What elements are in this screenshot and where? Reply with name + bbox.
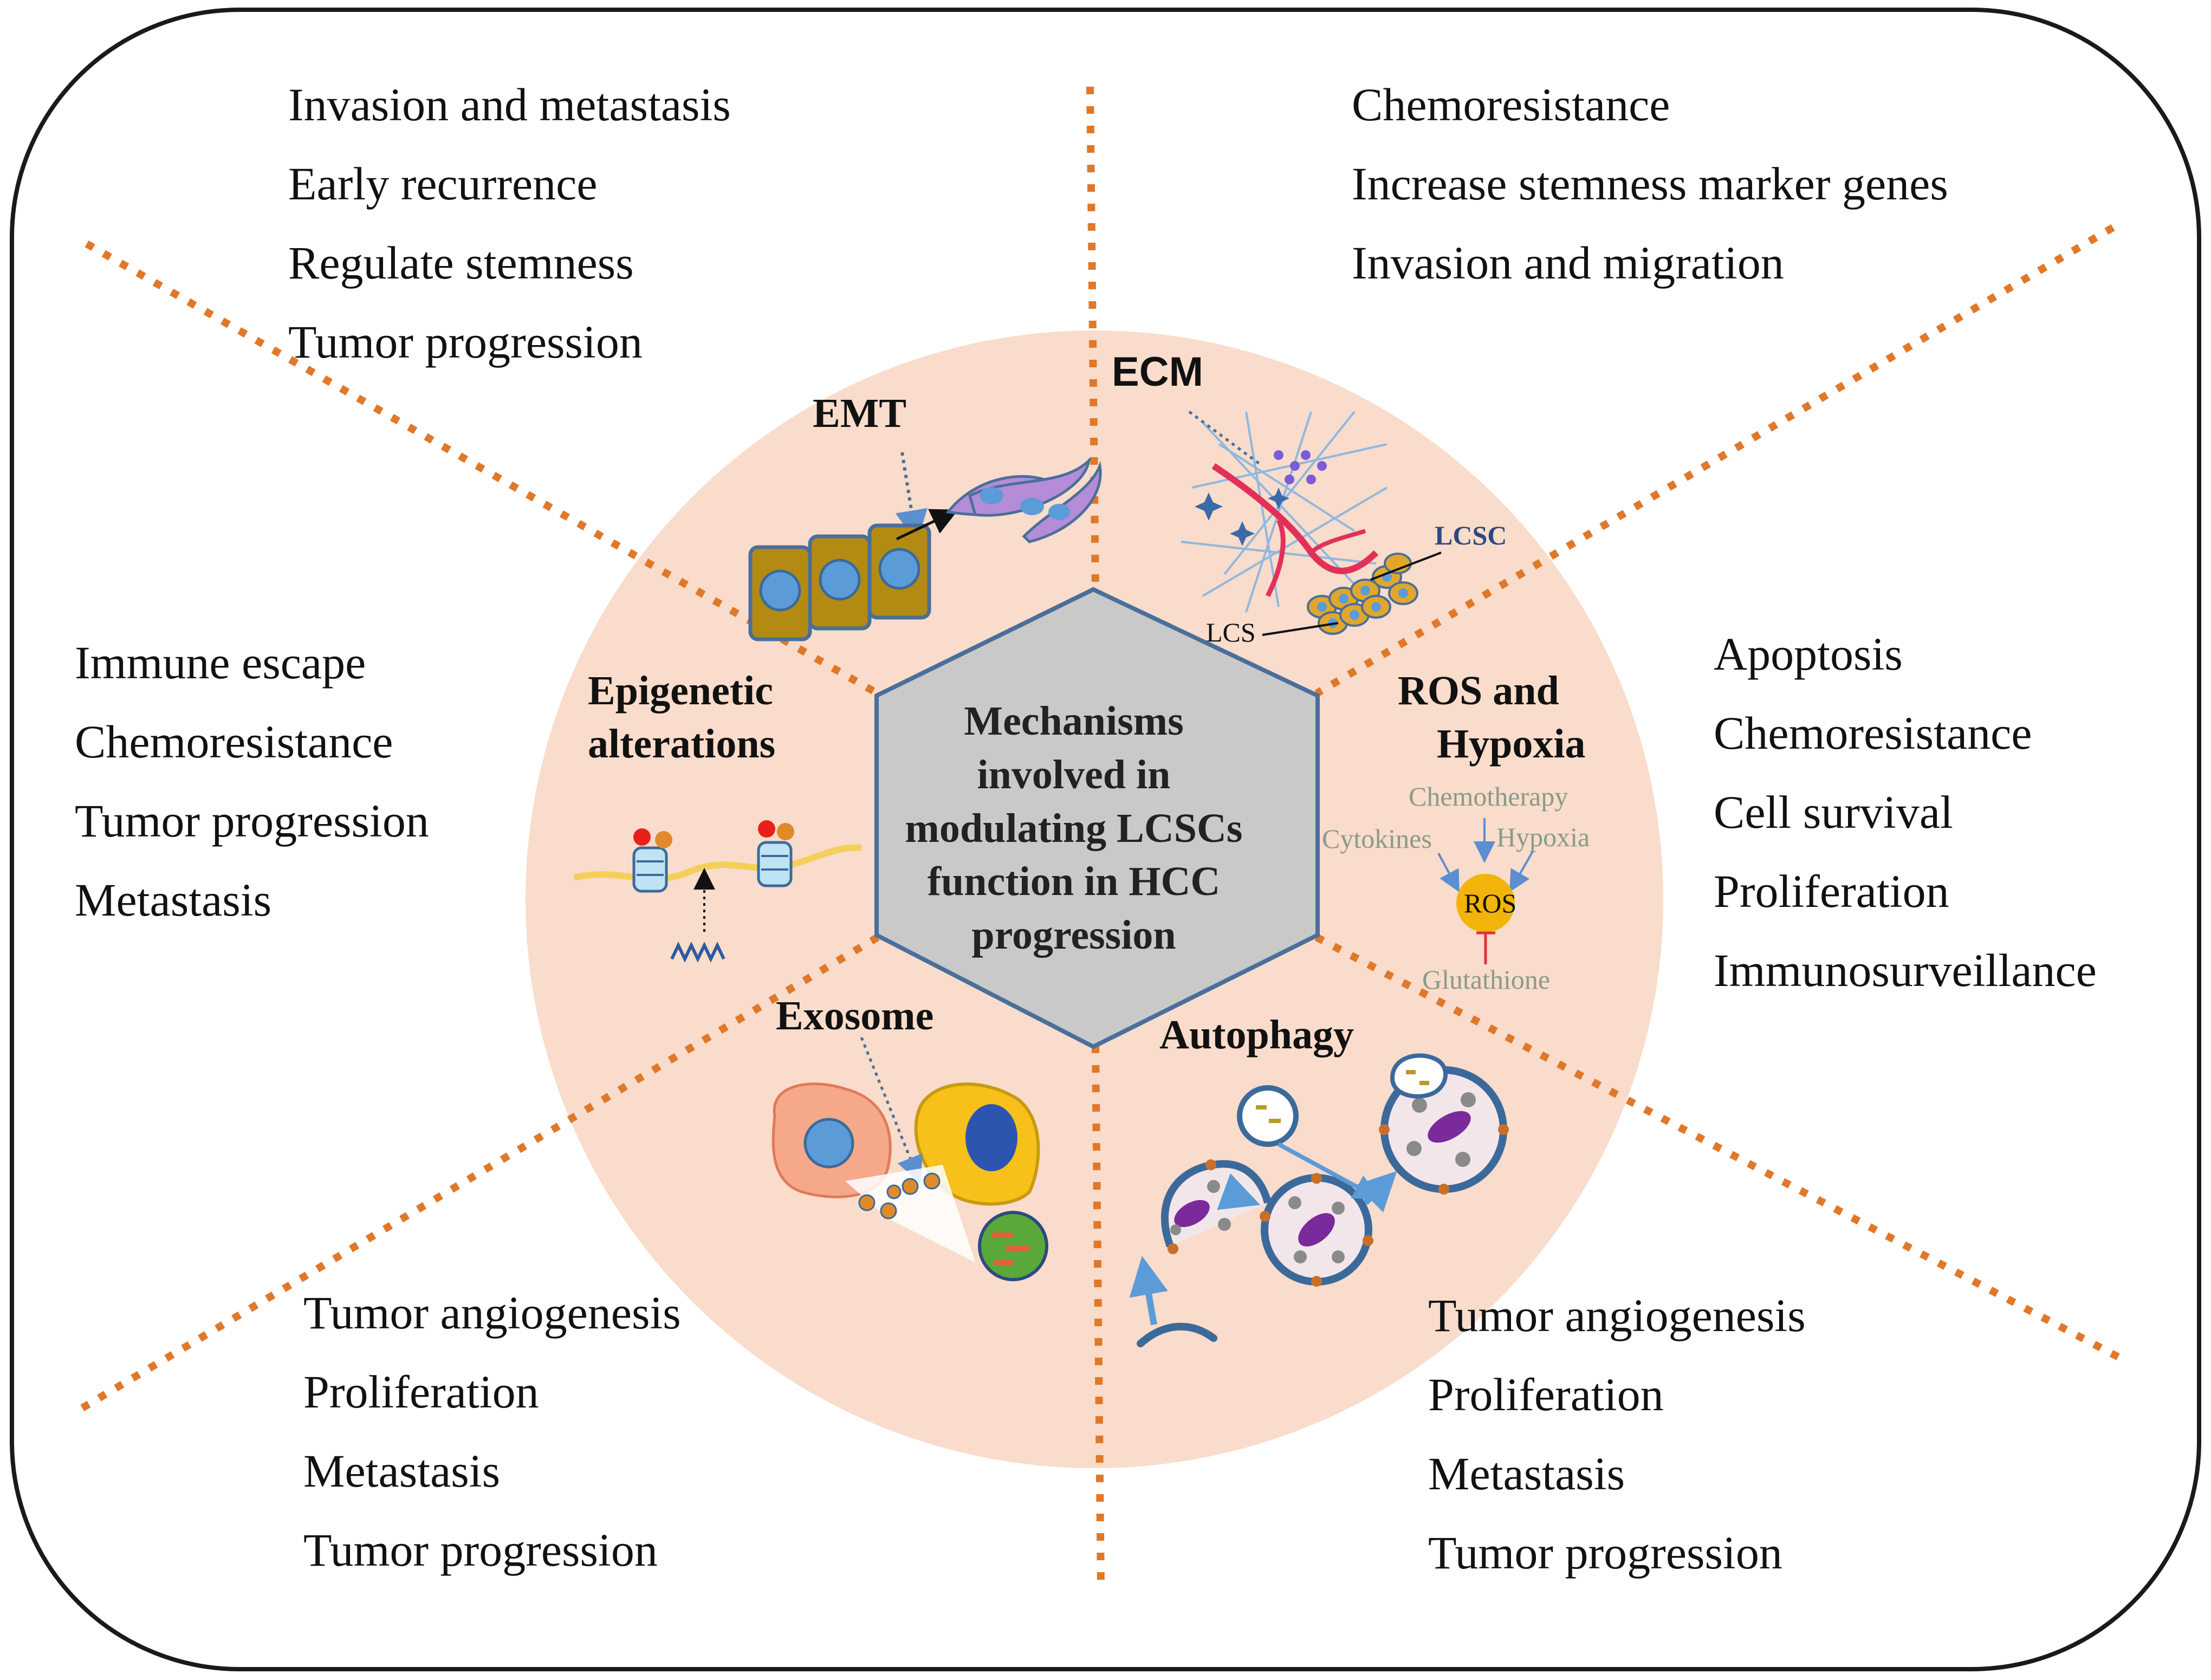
outcomes-top-left: Invasion and metastasis Early recurrence… xyxy=(288,79,731,368)
outcome-item: Proliferation xyxy=(1428,1368,1664,1420)
outcome-item: Apoptosis xyxy=(1714,628,1903,680)
center-title: Mechanisms involved in modulating LCSCs … xyxy=(905,698,1243,958)
emt-cells-icon xyxy=(748,452,1102,641)
ros-node-icon xyxy=(1437,818,1534,964)
autophagy-label: Autophagy xyxy=(1159,1012,1354,1058)
ros-node-label: ROS xyxy=(1464,888,1516,918)
ros-glutathione-label: Glutathione xyxy=(1422,964,1550,995)
histone-dna-icon xyxy=(573,820,862,963)
ros-cytokines-label: Cytokines xyxy=(1322,823,1432,854)
outcome-item: Tumor angiogenesis xyxy=(1428,1289,1806,1341)
outcome-item: Chemoresistance xyxy=(1714,707,2032,759)
divider-lower-right xyxy=(1314,933,2126,1364)
ros-label-line-2: Hypoxia xyxy=(1437,721,1586,767)
outcome-item: Invasion and migration xyxy=(1352,237,1784,289)
divider-top xyxy=(1086,86,1099,591)
outcome-item: Immunosurveillance xyxy=(1714,944,2097,996)
outcome-item: Immune escape xyxy=(75,637,366,689)
center-line-3: modulating LCSCs xyxy=(905,806,1243,851)
sector-dividers xyxy=(79,86,2126,1588)
outcomes-right: Apoptosis Chemoresistance Cell survival … xyxy=(1714,628,2097,996)
outcome-item: Metastasis xyxy=(1428,1448,1625,1500)
outcome-item: Proliferation xyxy=(303,1366,539,1418)
outcome-item: Tumor progression xyxy=(303,1524,658,1576)
autophagy-cycle-icon xyxy=(1129,1053,1509,1347)
epigenetic-label-line-2: alterations xyxy=(588,721,775,767)
outcome-item: Metastasis xyxy=(75,874,271,926)
exosome-cells-icon xyxy=(771,1037,1048,1281)
center-hexagon xyxy=(874,587,1320,1049)
ecm-matrix-icon xyxy=(1181,410,1442,636)
ros-hypoxia-label: Hypoxia xyxy=(1496,822,1590,852)
ecm-lcs-label: LCS xyxy=(1206,617,1256,647)
ros-chemotherapy-label: Chemotherapy xyxy=(1409,781,1568,812)
divider-upper-left xyxy=(85,240,880,697)
outcomes-bottom-left: Tumor angiogenesis Proliferation Metasta… xyxy=(303,1287,681,1576)
outcome-item: Increase stemness marker genes xyxy=(1352,158,1948,210)
outcome-item: Chemoresistance xyxy=(75,716,393,768)
outcome-item: Tumor progression xyxy=(288,316,643,368)
emt-label: EMT xyxy=(813,391,906,436)
center-line-4: function in HCC xyxy=(928,859,1221,904)
outcome-item: Cell survival xyxy=(1714,786,1953,838)
exosome-label: Exosome xyxy=(776,993,933,1039)
divider-bottom xyxy=(1092,1045,1105,1588)
ros-label-line-1: ROS and xyxy=(1398,668,1559,713)
outcome-item: Tumor progression xyxy=(1428,1527,1782,1579)
outcome-item: Tumor angiogenesis xyxy=(303,1287,681,1339)
outcome-item: Regulate stemness xyxy=(288,237,634,289)
outcomes-top-right: Chemoresistance Increase stemness marker… xyxy=(1352,79,1948,289)
center-line-1: Mechanisms xyxy=(964,698,1183,744)
ecm-lcsc-label: LCSC xyxy=(1435,520,1507,550)
outcome-item: Chemoresistance xyxy=(1352,79,1670,131)
outcome-item: Proliferation xyxy=(1714,865,1949,917)
outcomes-bottom-right: Tumor angiogenesis Proliferation Metasta… xyxy=(1428,1289,1806,1579)
outcome-item: Tumor progression xyxy=(75,795,429,847)
epigenetic-label-line-1: Epigenetic xyxy=(588,668,773,713)
center-line-2: involved in xyxy=(977,752,1171,797)
outcome-item: Early recurrence xyxy=(288,158,598,210)
outcome-item: Metastasis xyxy=(303,1445,500,1497)
outcomes-left: Immune escape Chemoresistance Tumor prog… xyxy=(75,637,429,926)
outcome-item: Invasion and metastasis xyxy=(288,79,731,131)
ecm-label: ECM xyxy=(1112,349,1203,395)
center-line-5: progression xyxy=(971,912,1176,958)
